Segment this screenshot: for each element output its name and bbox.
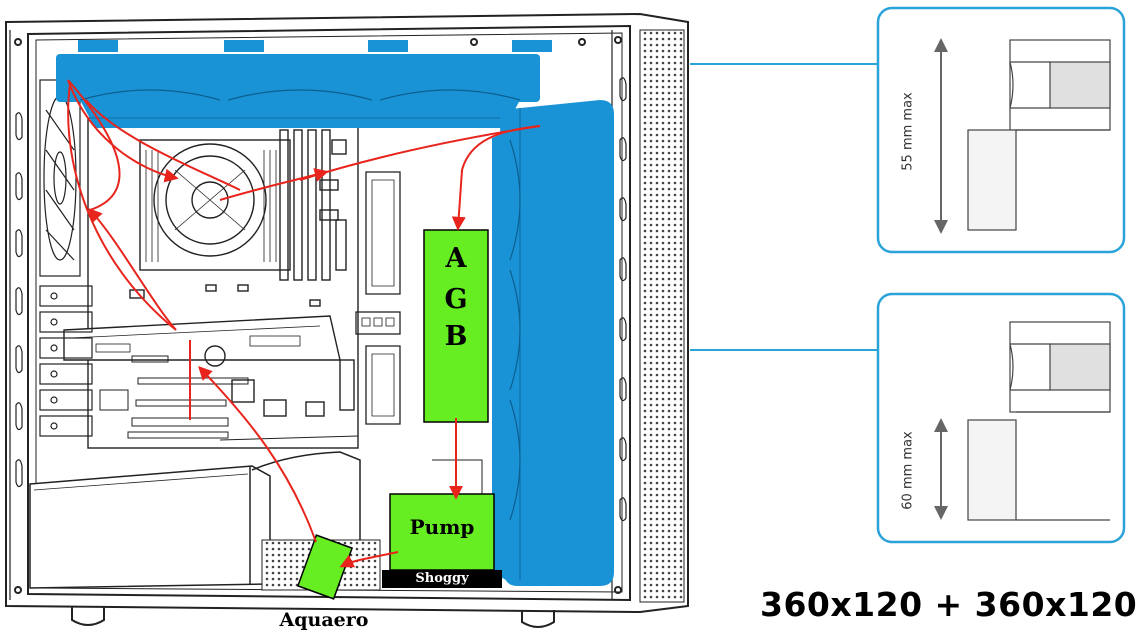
top-radiator (56, 40, 552, 128)
callout-top-radiator (690, 6, 1126, 254)
expansion-brackets (39, 285, 93, 437)
front-clearance-label: 60 mm max (900, 431, 916, 510)
reservoir-letter-g: G (444, 284, 468, 315)
coolant-loop-path (67, 79, 541, 568)
callout-front-radiator (690, 292, 1126, 544)
pump-brand-bar (382, 570, 502, 588)
radiator-config-label: 360x120 + 360x120 (760, 585, 1137, 624)
pump-label: Pump (409, 515, 475, 539)
reservoir-letter-a: A (445, 243, 467, 274)
pump-brand-label: Shoggy (415, 571, 469, 586)
pump-block (389, 493, 495, 571)
controller-block (296, 534, 354, 600)
reservoir-letter-b: B (444, 321, 468, 352)
memory-slots (279, 129, 331, 281)
case-left-rail (9, 30, 23, 600)
case-right-slots (619, 77, 627, 522)
cpu-cooler (139, 139, 291, 271)
pcie-slots (99, 355, 249, 439)
front-radiator (492, 100, 614, 586)
drive-cages (355, 171, 483, 501)
motherboard (39, 117, 359, 449)
controller-label: Aquaero (279, 609, 369, 631)
top-clearance-label: 55 mm max (900, 92, 916, 171)
